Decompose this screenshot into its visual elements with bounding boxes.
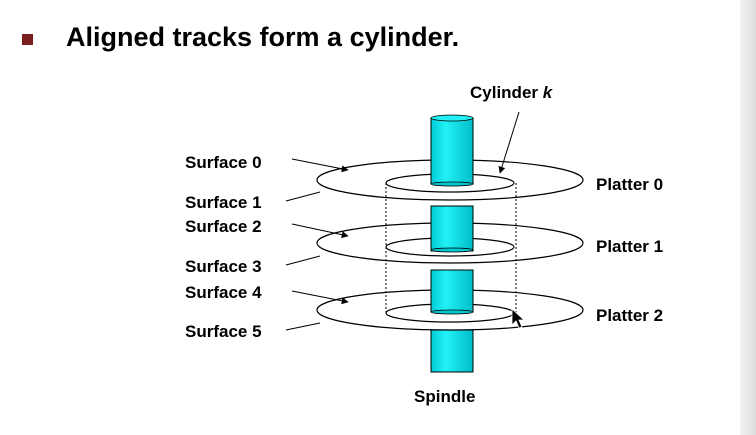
cylinder-guide-lines — [385, 183, 517, 313]
surface-0-arrow — [291, 158, 349, 173]
surface-5-line — [285, 322, 321, 331]
surface-0-label: Surface 0 — [185, 153, 262, 172]
mouse-cursor-icon — [511, 308, 526, 329]
spindle-segment-bottom — [430, 329, 474, 373]
platter-0-label: Platter 0 — [596, 175, 663, 194]
surface-1-label: Surface 1 — [185, 193, 262, 212]
surface-5-label: Surface 5 — [185, 322, 262, 341]
surface-3-line — [285, 255, 321, 266]
surface-2-label: Surface 2 — [185, 217, 262, 236]
platter-2-label: Platter 2 — [596, 306, 663, 325]
surface-4-arrow — [291, 290, 349, 305]
window-edge — [740, 0, 756, 435]
surface-3-label: Surface 3 — [185, 257, 262, 276]
surface-1-line — [285, 191, 321, 202]
spindle-label: Spindle — [414, 387, 475, 406]
spindle-top-cap — [430, 114, 474, 122]
surface-4-label: Surface 4 — [185, 283, 262, 302]
cylinder-arrow — [498, 111, 520, 174]
slide-title: Aligned tracks form a cylinder. — [66, 22, 460, 52]
platter-1-label: Platter 1 — [596, 237, 663, 256]
spindle-segment-top — [430, 117, 474, 185]
cylinder-label: Cylinder k — [470, 83, 554, 102]
surface-2-arrow — [291, 223, 349, 239]
surface-arrows — [285, 158, 349, 331]
spindle-segment-1 — [430, 205, 474, 252]
spindle-segment-2 — [430, 269, 474, 313]
bullet-square-icon — [22, 34, 33, 45]
